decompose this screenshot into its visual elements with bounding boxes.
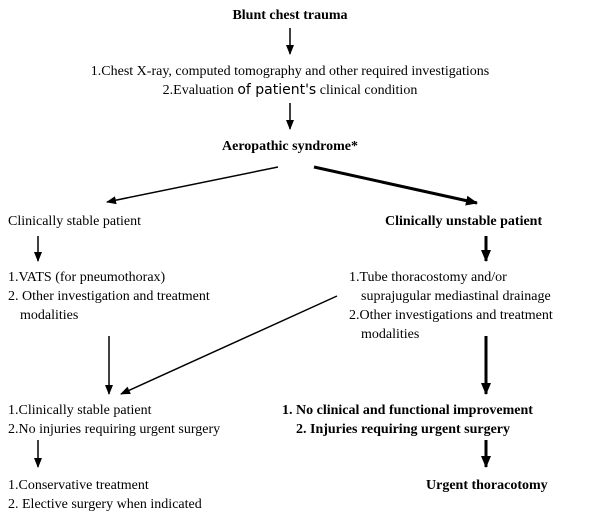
node-final: Urgent thoracotomy [426, 478, 548, 493]
node-syndrome: Aeropathic syndrome* [222, 139, 358, 154]
investigations-line2-of: of patient's [237, 82, 317, 98]
stable-outcome-2: 2.No injuries requiring urgent surgery [8, 422, 221, 437]
unstable-outcome-1: 1. No clinical and functional improvemen… [282, 403, 533, 418]
unstable-step-2: suprajugular mediastinal drainage [361, 289, 551, 304]
unstable-step-1: 1.Tube thoracostomy and/or [349, 270, 507, 285]
arrow-syndrome-to-unstable [313, 165, 478, 206]
node-stable-heading: Clinically stable patient [8, 214, 141, 229]
arrow-syndrome-to-stable [106, 166, 279, 205]
node-unstable-heading: Clinically unstable patient [385, 214, 543, 229]
unstable-outcome-2: 2. Injuries requiring urgent surgery [296, 422, 511, 437]
stable-step-1: 1.VATS (for pneumothorax) [8, 270, 166, 285]
stable-step-3: modalities [20, 308, 79, 323]
investigations-line2-suffix: clinical condition [316, 83, 418, 98]
node-investigations-line1: 1.Chest X-ray, computed tomography and o… [90, 64, 490, 79]
investigations-line2-prefix: 2.Evaluation [162, 83, 238, 98]
node-investigations-line2: 2.Evaluation of patient's clinical condi… [0, 81, 580, 100]
node-title: Blunt chest trauma [232, 8, 348, 23]
stable-step-2: 2. Other investigation and treatment [8, 289, 210, 304]
stable-outcome-1: 1.Clinically stable patient [8, 403, 152, 418]
unstable-step-4: modalities [361, 327, 420, 342]
unstable-step-3: 2.Other investigations and treatment [349, 308, 553, 323]
stable-treatment-2: 2. Elective surgery when indicated [8, 497, 202, 512]
arrow-unstable-steps-to-stable-outcome [120, 295, 338, 395]
stable-treatment-1: 1.Conservative treatment [8, 478, 149, 493]
